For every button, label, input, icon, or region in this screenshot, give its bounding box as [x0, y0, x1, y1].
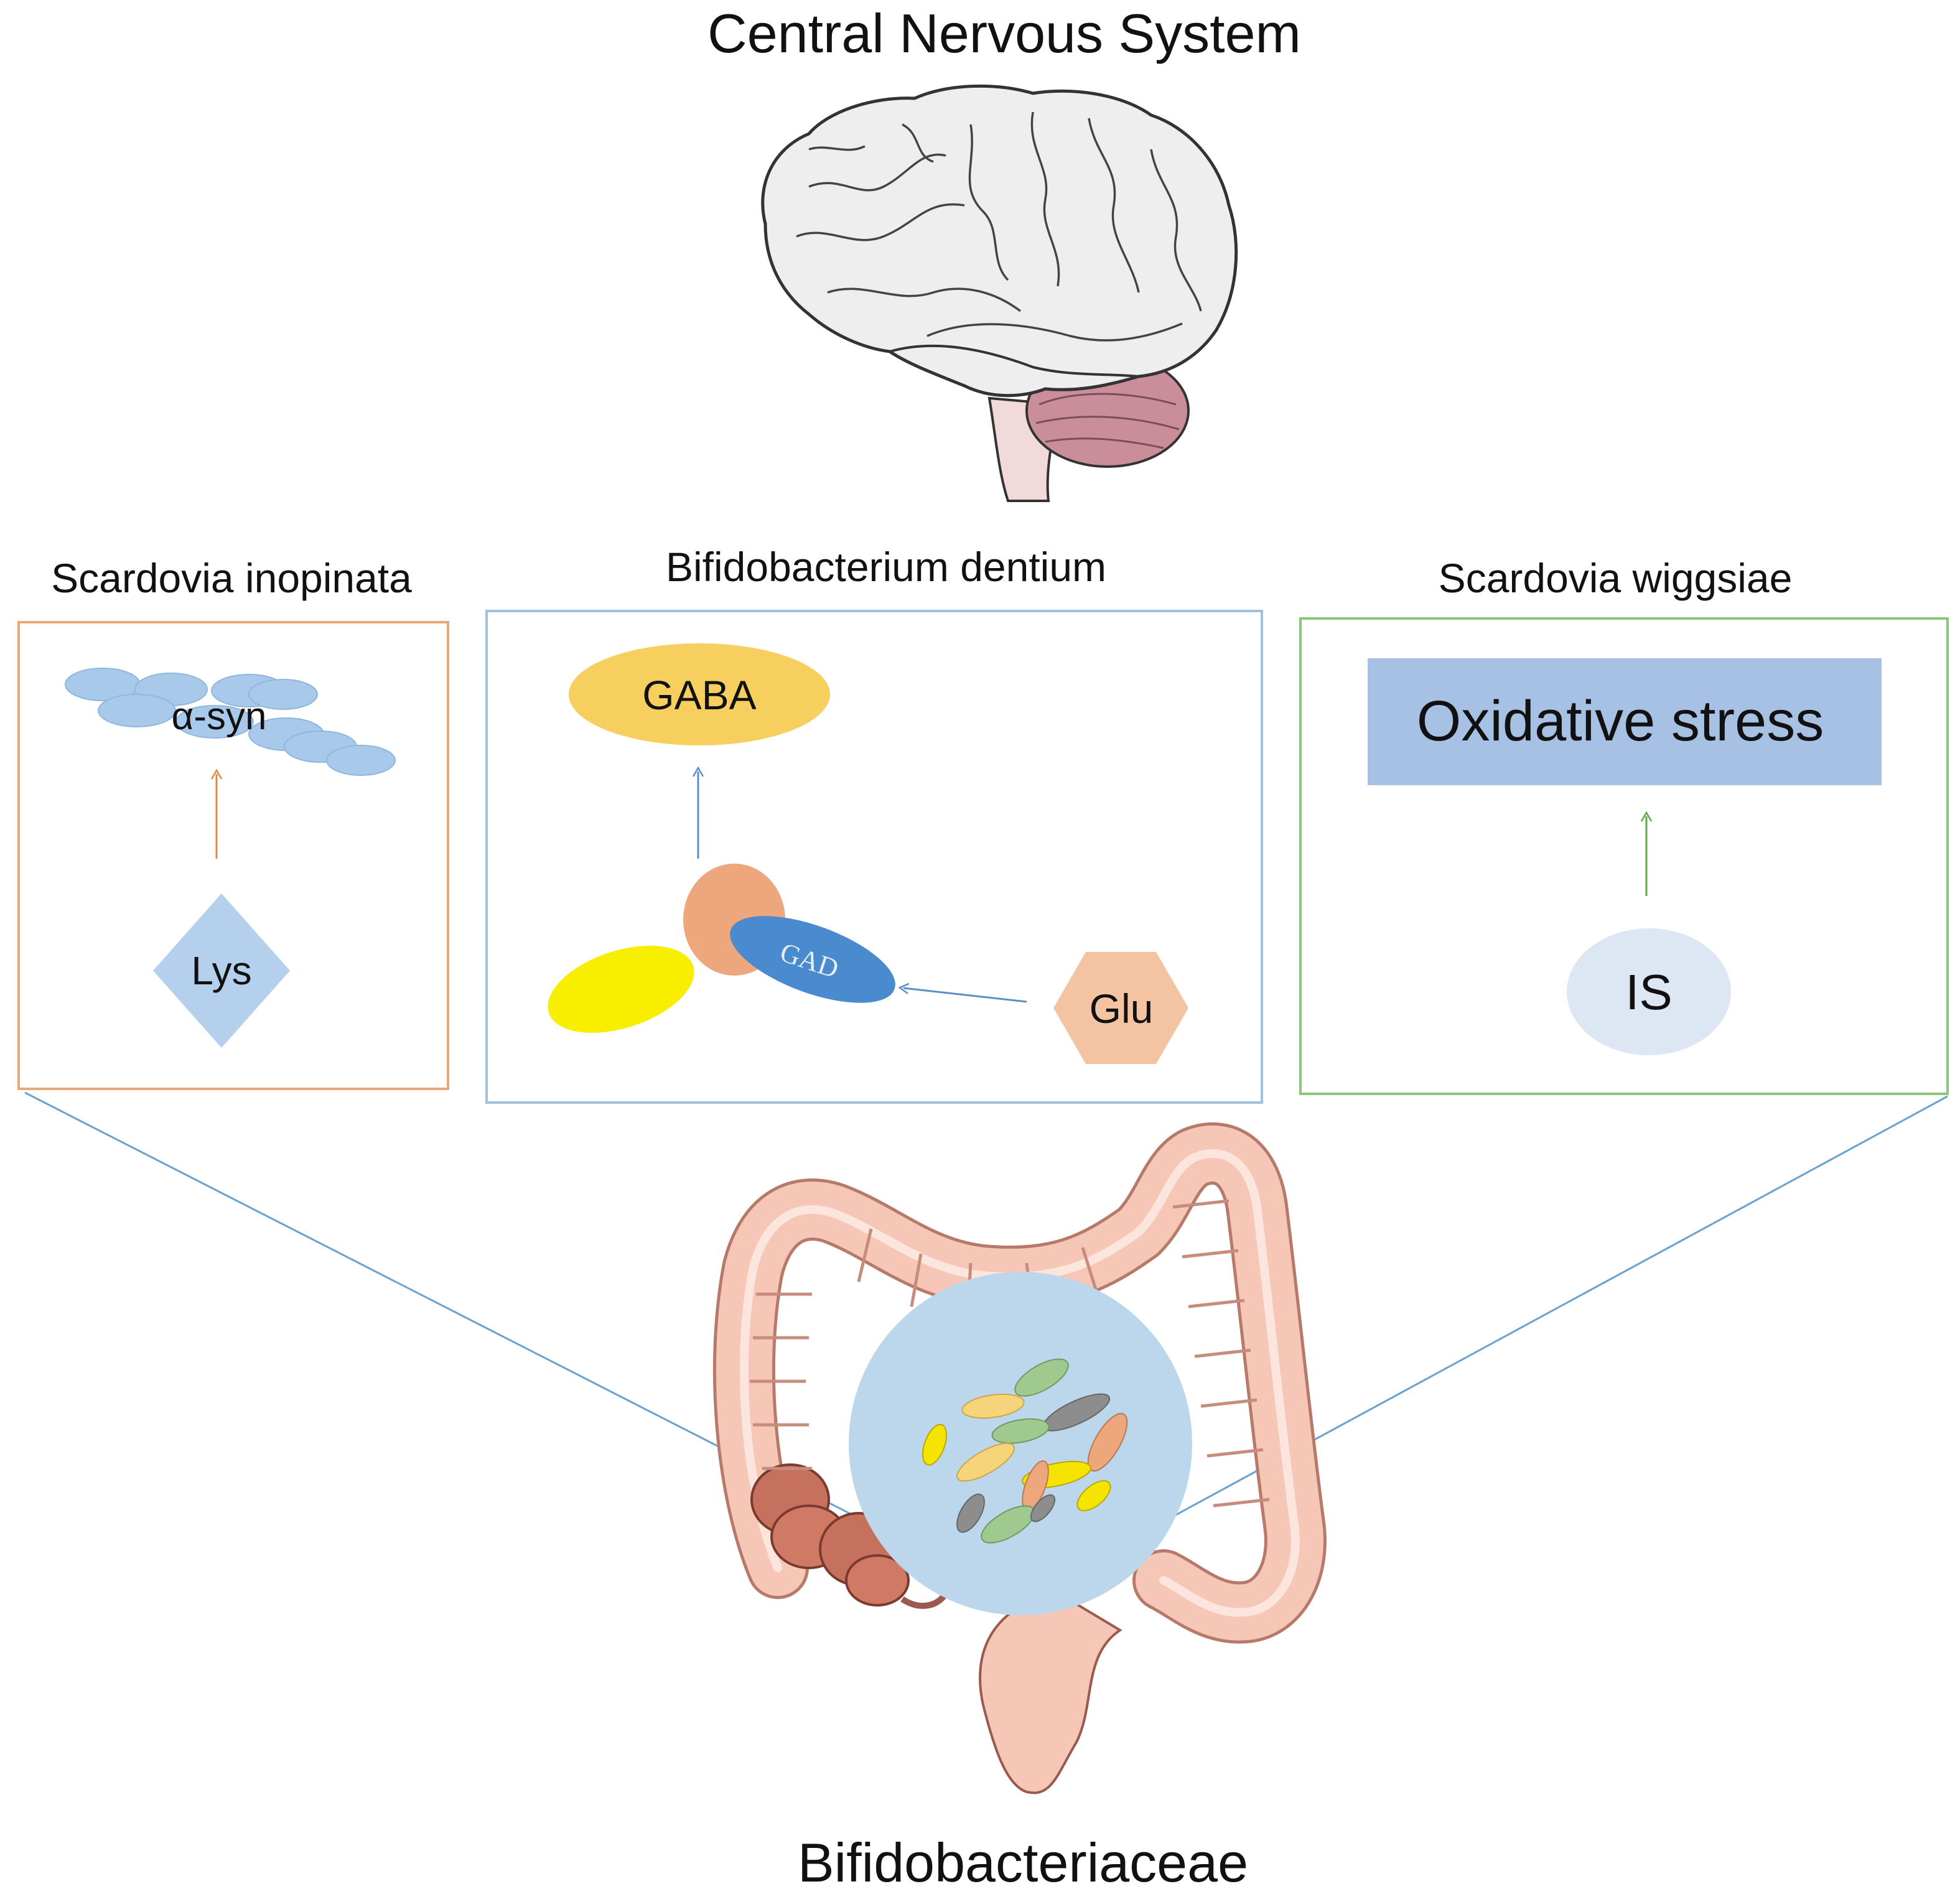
oxidative-stress-label: Oxidative stress	[1417, 689, 1824, 753]
alpha-syn-label: α-syn	[172, 695, 267, 738]
oxidative-stress-box	[1368, 658, 1882, 785]
panel-left-box	[17, 621, 449, 1090]
bacteria-cluster-icon	[922, 1358, 1128, 1544]
lys-diamond	[153, 893, 290, 1048]
panel-right-box	[1299, 617, 1949, 1095]
panel-middle-title: Bifidobacterium dentium	[666, 544, 1106, 590]
lys-label: Lys	[191, 948, 251, 993]
is-ellipse	[1567, 928, 1731, 1055]
page-title: Central Nervous System	[707, 2, 1301, 64]
footer-label: Bifidobacteriaceae	[798, 1832, 1248, 1889]
brain-icon	[761, 84, 1238, 502]
cecum-icon	[750, 1463, 949, 1609]
colon-icon	[712, 1122, 1327, 1794]
is-label: IS	[1625, 964, 1673, 1020]
gad-enzyme-complex-icon	[548, 864, 895, 1033]
gaba-label: GABA	[642, 672, 756, 718]
gaba-ellipse	[569, 643, 830, 745]
microbiome-circle	[849, 1272, 1192, 1615]
glu-label: Glu	[1090, 986, 1154, 1032]
glu-to-gad-arrow	[898, 982, 1027, 1003]
glu-hexagon	[1053, 952, 1188, 1064]
panel-right-title: Scardovia wiggsiae	[1439, 555, 1793, 601]
panel-middle-box	[485, 610, 1263, 1104]
panel-left-title: Scardovia inopinata	[51, 555, 412, 601]
alpha-syn-aggregate-icon	[65, 668, 396, 776]
